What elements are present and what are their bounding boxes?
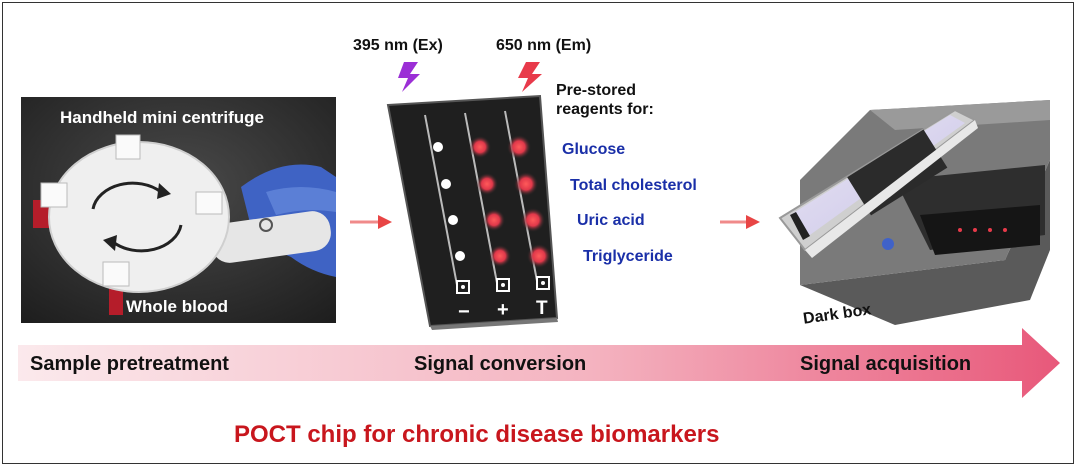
centrifuge-handle [211, 211, 331, 263]
dark-box [800, 100, 1050, 325]
reagent-glucose: Glucose [562, 141, 626, 158]
workflow-arrow [18, 328, 1060, 398]
centrifuge-illustration [21, 97, 336, 323]
chip-channel-positive: + [497, 299, 509, 321]
reagents-heading-line1: Pre-stored [556, 82, 637, 99]
emission-bolt-icon [518, 62, 542, 92]
stage-sample-pretreatment: Sample pretreatment [30, 353, 229, 375]
chip-channel-test: T [536, 298, 548, 319]
smartphone [778, 108, 978, 258]
reagent-triglyceride: Triglyceride [583, 248, 673, 265]
reagent-total-cholesterol: Total cholesterol [570, 177, 697, 194]
reagent-uric-acid: Uric acid [577, 212, 645, 229]
excitation-bolt-icon [398, 62, 420, 92]
stage-signal-acquisition: Signal acquisition [800, 353, 972, 375]
power-icon [259, 218, 273, 232]
centrifuge-label: Handheld mini centrifuge [60, 108, 265, 127]
chip-channel-negative: − [458, 301, 470, 323]
figure-title: POCT chip for chronic disease biomarkers [234, 421, 720, 448]
centrifuge-photo [21, 97, 336, 323]
whole-blood-label: Whole blood [126, 297, 228, 316]
reagents-heading-line2: reagents for: [556, 101, 654, 118]
emission-label: 650 nm (Em) [496, 37, 592, 54]
phone-button-icon [882, 238, 894, 250]
poct-chip [386, 94, 559, 330]
phone-screen-readout [847, 129, 948, 216]
excitation-label: 395 nm (Ex) [353, 37, 443, 54]
process-arrow-2 [720, 215, 760, 229]
process-arrow-1 [350, 215, 392, 229]
figure-frame [2, 2, 1074, 464]
stage-signal-conversion: Signal conversion [414, 353, 587, 375]
rotation-arrows-icon [91, 181, 183, 253]
